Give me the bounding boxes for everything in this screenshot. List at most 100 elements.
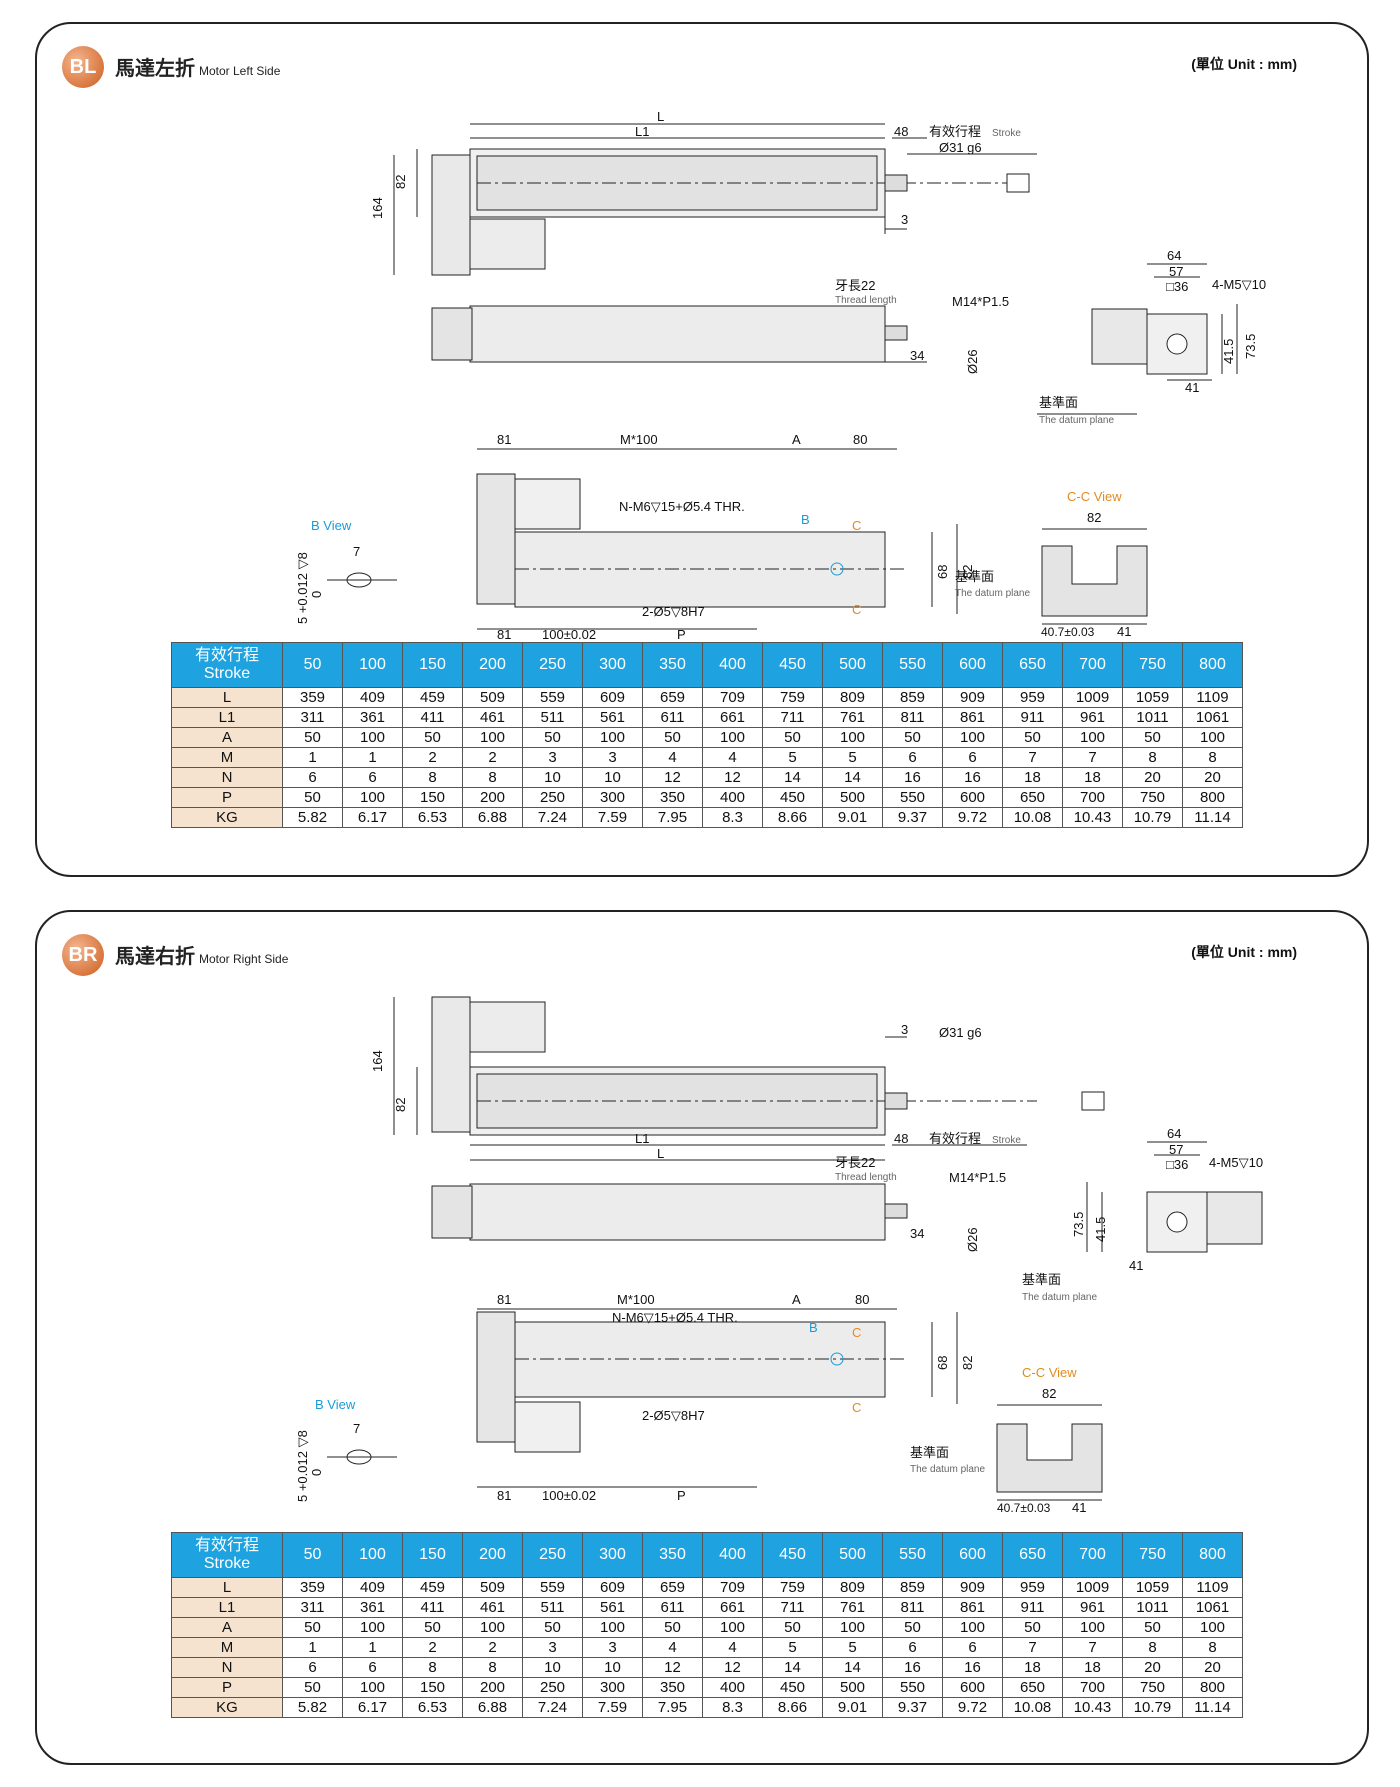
table-cell: 12 — [642, 767, 703, 788]
table-cell: 461 — [462, 707, 523, 728]
row-label: L1 — [171, 707, 283, 728]
dim-34: 34 — [910, 1226, 924, 1241]
dim-41-cc: 41 — [1072, 1500, 1086, 1515]
table-cell: 6 — [942, 747, 1003, 768]
table-cell: 300 — [582, 1677, 643, 1698]
panel-badge: BL — [62, 46, 104, 88]
table-cell: 8 — [1122, 747, 1183, 768]
stroke-cell: 400 — [702, 642, 763, 688]
table-cell: 100 — [342, 1677, 403, 1698]
table-cell: 6 — [882, 1637, 943, 1658]
table-cell: 10 — [582, 767, 643, 788]
dim-82: 82 — [393, 175, 408, 189]
table-cell: 3 — [522, 1637, 583, 1658]
table-cell: 50 — [1002, 1617, 1063, 1638]
dim-68: 68 — [935, 1356, 950, 1370]
label-C-top: C — [852, 1325, 861, 1340]
table-cell: 350 — [642, 787, 703, 808]
table-cell: 10.43 — [1062, 1697, 1123, 1718]
dim-m14: M14*P1.5 — [949, 1170, 1006, 1185]
table-cell: 709 — [702, 1577, 763, 1598]
table-cell: 10 — [582, 1657, 643, 1678]
table-cell: 650 — [1002, 1677, 1063, 1698]
table-cell: 1 — [342, 1637, 403, 1658]
table-cell: 6.17 — [342, 807, 403, 828]
table-cell: 18 — [1002, 1657, 1063, 1678]
label-C-bottom: C — [852, 602, 861, 617]
dim-48: 48 — [894, 124, 908, 139]
stroke-cell: 100 — [342, 642, 403, 688]
dim-tolerance: 5 +0.012 ▽8 — [295, 1430, 310, 1502]
table-cell: 11.14 — [1182, 1697, 1243, 1718]
dim-nm6: N-M6▽15+Ø5.4 THR. — [619, 499, 745, 514]
table-cell: 600 — [942, 1677, 1003, 1698]
table-cell: 14 — [822, 767, 883, 788]
table-cell: 759 — [762, 687, 823, 708]
row-label: P — [171, 787, 283, 808]
table-cell: 8.3 — [702, 807, 763, 828]
dim-stroke-en: Stroke — [992, 1135, 1021, 1146]
dim-81-bottom: 81 — [497, 627, 511, 639]
table-cell: 311 — [282, 707, 343, 728]
dim-m100: M*100 — [617, 1292, 655, 1307]
table-cell: 1011 — [1122, 707, 1183, 728]
table-cell: 50 — [1002, 727, 1063, 748]
stroke-cell: 650 — [1002, 1532, 1063, 1578]
dim-tolerance-0: 0 — [309, 591, 324, 598]
table-cell: 359 — [282, 687, 343, 708]
table-cell: 700 — [1062, 1677, 1123, 1698]
row-label: A — [171, 1617, 283, 1638]
dim-41: 41 — [1129, 1258, 1143, 1273]
dim-3: 3 — [901, 1022, 908, 1037]
dim-P: P — [677, 1488, 686, 1503]
table-cell: 250 — [522, 787, 583, 808]
table-cell: 7.24 — [522, 1697, 583, 1718]
table-cell: 8 — [402, 1657, 463, 1678]
table-cell: 7 — [1002, 1637, 1063, 1658]
table-cell: 10.08 — [1002, 807, 1063, 828]
table-cell: 3 — [522, 747, 583, 768]
dim-81: 81 — [497, 1292, 511, 1307]
table-cell: 1 — [282, 747, 343, 768]
table-cell: 100 — [1062, 727, 1123, 748]
table-cell: 8 — [402, 767, 463, 788]
table-cell: 50 — [282, 1677, 343, 1698]
table-cell: 6 — [882, 747, 943, 768]
row-label: P — [171, 1677, 283, 1698]
dim-thread-en: Thread length — [835, 1172, 897, 1183]
dim-64: 64 — [1167, 248, 1181, 263]
table-cell: 359 — [282, 1577, 343, 1598]
dim-A: A — [792, 1292, 801, 1307]
dim-m14: M14*P1.5 — [952, 294, 1009, 309]
datum-en-cc: The datum plane — [955, 588, 1030, 599]
table-cell: 1109 — [1182, 687, 1243, 708]
table-cell: 4 — [702, 1637, 763, 1658]
dim-pin: 2-Ø5▽8H7 — [642, 604, 705, 619]
stroke-cell: 800 — [1182, 1532, 1243, 1578]
table-cell: 2 — [462, 1637, 523, 1658]
row-label: KG — [171, 807, 283, 828]
dim-34: 34 — [910, 348, 924, 363]
stroke-cell: 150 — [402, 642, 463, 688]
table-cell: 16 — [942, 1657, 1003, 1678]
table-cell: 14 — [762, 1657, 823, 1678]
dim-m5: 4-M5▽10 — [1209, 1155, 1263, 1170]
table-cell: 5.82 — [282, 807, 343, 828]
stroke-cell: 800 — [1182, 642, 1243, 688]
stroke-cell: 700 — [1062, 1532, 1123, 1578]
table-cell: 4 — [702, 747, 763, 768]
table-cell: 800 — [1182, 787, 1243, 808]
table-cell: 50 — [522, 1617, 583, 1638]
dim-81: 81 — [497, 432, 511, 447]
stroke-cell: 50 — [282, 642, 343, 688]
technical-drawing-left: L L1 48 有效行程 Stroke Ø31 g6 3 82 164 牙長22… — [295, 109, 1266, 639]
table-cell: 861 — [942, 1597, 1003, 1618]
table-cell: 861 — [942, 707, 1003, 728]
table-cell: 750 — [1122, 1677, 1183, 1698]
